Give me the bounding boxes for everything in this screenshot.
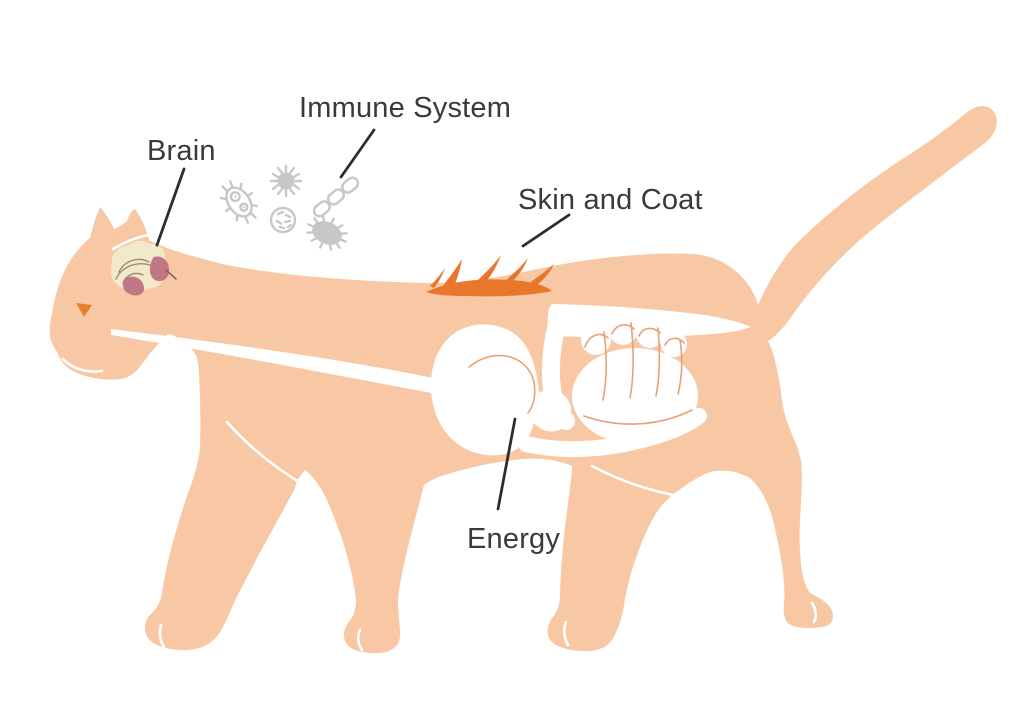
label-skin-and-coat: Skin and Coat [518,184,703,216]
shoulder-line [225,420,308,488]
front-paw-toe-line [158,623,166,649]
ear-line [111,233,151,251]
bacteria-chain-icon [312,176,360,218]
energy-pointer-line [496,417,517,511]
label-immune-system: Immune System [299,92,512,124]
hind-paw-toe-line [562,620,570,647]
rear-hind-paw-toe-line [810,601,818,624]
organ-detail-lines [468,322,693,425]
virus-icon [269,164,303,198]
stomach-illustration [430,324,572,456]
mouth-line [61,357,104,373]
brainstem [122,276,145,296]
bacterium-filled-icon [306,215,348,251]
brain-pointer-line [155,167,186,247]
body-detail-lines [61,233,818,652]
label-energy: Energy [467,523,561,555]
microbes-cluster [219,164,360,251]
fur-strokes-icon [426,255,554,297]
label-brain: Brain [147,135,216,167]
hip-line [590,464,686,499]
immune-pointer-line [339,128,376,179]
skin-pointer-line [521,213,571,248]
eye-icon [76,303,92,317]
esophagus-illustration [111,329,453,397]
microbe-culture-icon [269,206,297,234]
bacterium-outline-icon [219,180,259,224]
pointer-lines [155,128,571,511]
brain-illustration [110,240,177,296]
digestive-tract [111,304,751,458]
rear-front-paw-toe-line [356,628,364,652]
cerebellum [149,256,170,282]
colon-band [547,304,751,338]
colon-tube-left [541,315,575,430]
